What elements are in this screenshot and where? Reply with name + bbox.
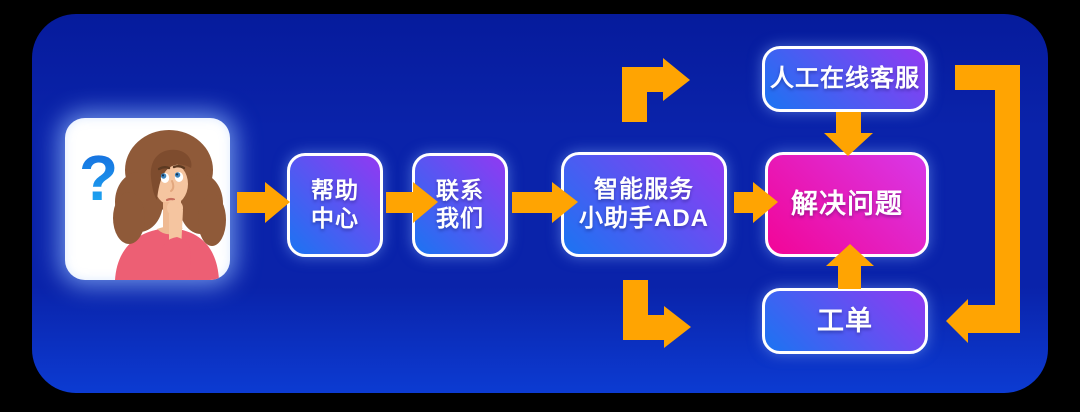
node-help-center-line2: 中心 bbox=[311, 205, 359, 231]
node-ticket-label: 工单 bbox=[817, 305, 873, 336]
thinking-user-card: ? bbox=[65, 118, 230, 280]
node-solve-problem: 解决问题 bbox=[765, 152, 929, 257]
node-contact-us: 联系 我们 bbox=[412, 153, 508, 257]
node-live-agent: 人工在线客服 bbox=[762, 46, 928, 112]
woman-hair-strand-left bbox=[113, 192, 145, 244]
node-help-center: 帮助 中心 bbox=[287, 153, 383, 257]
node-live-agent-label: 人工在线客服 bbox=[770, 64, 920, 92]
node-ticket: 工单 bbox=[762, 288, 928, 354]
woman-face bbox=[150, 149, 192, 205]
node-contact-us-line1: 联系 bbox=[436, 177, 484, 204]
question-mark-icon: ? bbox=[79, 142, 118, 214]
woman-hair-strand-right bbox=[198, 194, 226, 246]
woman-hand-on-chin bbox=[161, 189, 191, 280]
node-help-center-line1: 帮助 bbox=[311, 177, 359, 204]
node-ada-line2: 小助手ADA bbox=[579, 204, 709, 232]
node-ada-line1: 智能服务 bbox=[594, 175, 694, 203]
node-solve-problem-label: 解决问题 bbox=[791, 189, 903, 220]
node-ada-assistant: 智能服务 小助手ADA bbox=[561, 152, 727, 257]
thinking-woman-illustration: ? bbox=[79, 130, 226, 280]
node-contact-us-line2: 我们 bbox=[436, 205, 484, 231]
